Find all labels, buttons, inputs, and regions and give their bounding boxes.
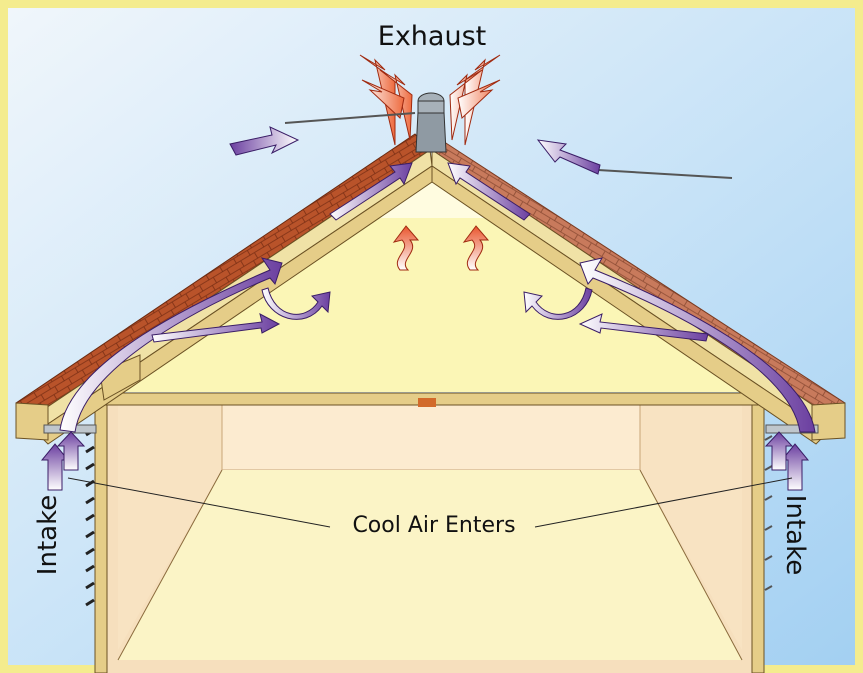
soffit-vent-icon <box>765 424 819 434</box>
warm-air-arrow-icon <box>392 225 420 271</box>
cool-air-arrow-icon <box>329 162 413 221</box>
cool-air-enters-label: Cool Air Enters <box>352 513 515 538</box>
cool-air-arrow-icon <box>56 431 86 471</box>
cool-air-arrow-icon <box>229 126 300 156</box>
cool-air-arrow-icon <box>578 313 709 342</box>
cool-air-arrow-icon <box>59 257 283 433</box>
exhaust-label: Exhaust <box>378 21 486 52</box>
warm-air-arrow-icon <box>464 54 501 146</box>
warm-air-arrow-icon <box>379 69 413 141</box>
ridge-vent-icon <box>415 92 447 153</box>
cool-air-arrow-icon <box>579 257 816 433</box>
exhaust-arrows <box>359 54 501 146</box>
right-siding <box>764 435 773 591</box>
cool-air-arrow-icon <box>536 139 601 175</box>
left-siding <box>85 428 95 607</box>
cool-air-arrow-icon <box>40 443 70 491</box>
outside-air-arrows <box>229 112 733 179</box>
intake-label-right: Intake <box>780 495 810 575</box>
house-room <box>94 392 765 673</box>
callout-lines <box>67 477 793 528</box>
cool-air-arrows <box>59 162 816 433</box>
cool-air-arrow-icon <box>764 431 794 471</box>
warm-air-arrow-icon <box>361 79 405 119</box>
intake-arrows-left <box>40 431 86 491</box>
cool-air-arrow-icon <box>523 287 593 320</box>
warm-air-arrows <box>392 225 490 271</box>
convection-arrows <box>261 287 593 320</box>
cool-air-arrow-icon <box>447 162 531 221</box>
warm-air-arrow-icon <box>359 54 396 146</box>
attic-space <box>110 160 752 392</box>
intake-label-left: Intake <box>33 495 63 575</box>
warm-air-arrow-icon <box>462 225 490 271</box>
warm-air-arrow-icon <box>457 79 501 119</box>
cool-air-arrow-icon <box>261 287 331 320</box>
warm-air-arrow-icon <box>449 69 483 141</box>
cool-air-arrow-icon <box>151 313 281 343</box>
